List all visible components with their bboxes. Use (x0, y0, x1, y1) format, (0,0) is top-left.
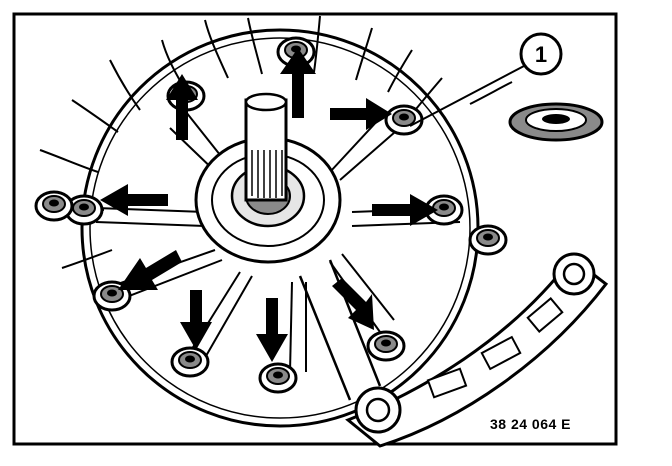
washer-icon (508, 102, 604, 142)
hub (194, 92, 342, 264)
fan-blades (39, 15, 513, 269)
figure-border (12, 12, 618, 446)
housing-segment (298, 252, 609, 448)
callout-marker: 1 (409, 32, 563, 127)
callout-label: 1 (535, 42, 547, 67)
reference-code: 38 24 064 E (490, 416, 571, 432)
arrow-icon (100, 48, 438, 362)
